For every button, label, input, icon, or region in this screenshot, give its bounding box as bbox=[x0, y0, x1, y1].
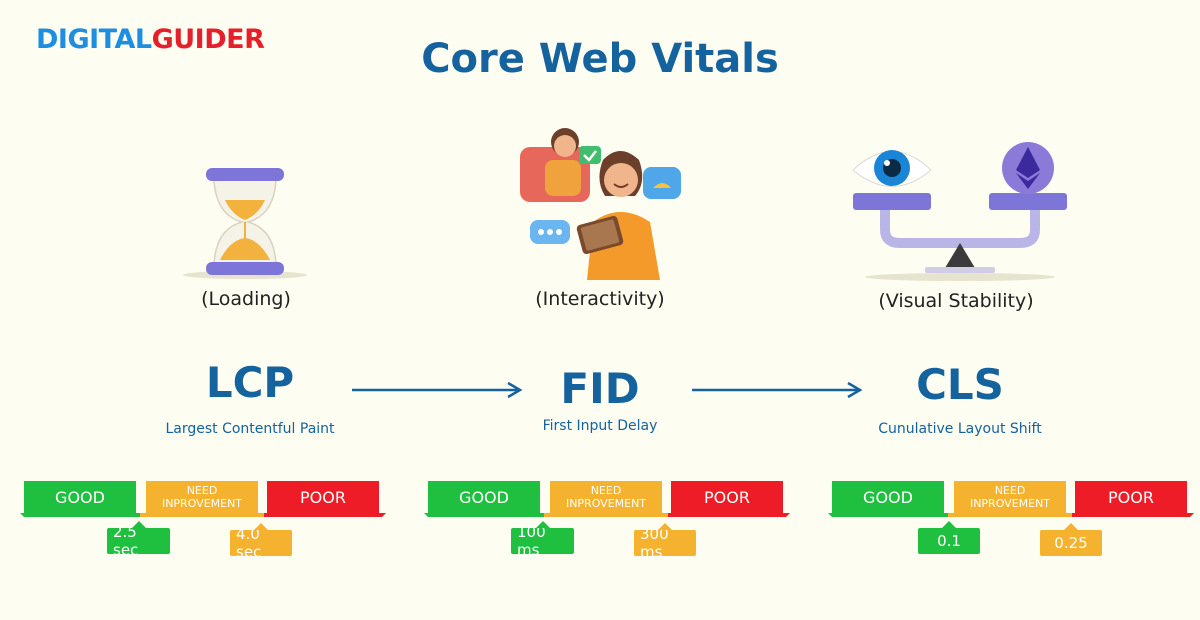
category-label-interactivity: (Interactivity) bbox=[535, 288, 665, 310]
metric-cls: CLS bbox=[916, 360, 1004, 409]
rating-need-improvement: NEED INPROVEMENT bbox=[146, 481, 258, 515]
metric-fid-full: First Input Delay bbox=[542, 418, 658, 434]
category-label-loading: (Loading) bbox=[201, 288, 291, 310]
metric-cls-full: Cunulative Layout Shift bbox=[878, 421, 1042, 437]
rating-poor: POOR bbox=[1075, 481, 1187, 515]
threshold-poor: 0.25 bbox=[1040, 523, 1102, 556]
rating-need-improvement: NEED INPROVEMENT bbox=[954, 481, 1066, 515]
threshold-good: 2.5 sec bbox=[107, 521, 170, 559]
rating-good: GOOD bbox=[428, 481, 540, 515]
logo-part-2: GUIDER bbox=[151, 24, 265, 55]
arrow-right-icon bbox=[692, 381, 863, 399]
arrow-right-icon bbox=[352, 381, 523, 399]
metric-lcp: LCP bbox=[205, 358, 295, 407]
page-title: Core Web Vitals bbox=[421, 36, 779, 82]
person-with-tablet-icon bbox=[520, 128, 681, 280]
brand-logo: DIGITALGUIDER bbox=[36, 24, 265, 55]
threshold-poor: 300 ms bbox=[634, 523, 696, 561]
rating-need-improvement: NEED INPROVEMENT bbox=[550, 481, 662, 515]
balance-scale-icon bbox=[852, 142, 1067, 281]
threshold-good: 100 ms bbox=[511, 521, 574, 559]
rating-bar-lcp: GOOD NEED INPROVEMENT POOR 2.5 sec 4.0 s… bbox=[20, 481, 390, 581]
hourglass-icon bbox=[183, 168, 307, 279]
metric-lcp-full: Largest Contentful Paint bbox=[165, 421, 335, 437]
rating-bar-fid: GOOD NEED INPROVEMENT POOR 100 ms 300 ms bbox=[424, 481, 794, 581]
metric-fid: FID bbox=[560, 364, 640, 413]
logo-part-1: DIGITAL bbox=[36, 24, 152, 55]
rating-bar-cls: GOOD NEED INPROVEMENT POOR 0.1 0.25 bbox=[828, 481, 1198, 581]
threshold-poor: 4.0 sec bbox=[230, 523, 292, 561]
threshold-good: 0.1 bbox=[918, 521, 980, 554]
rating-poor: POOR bbox=[671, 481, 783, 515]
category-label-visual-stability: (Visual Stability) bbox=[878, 290, 1034, 312]
rating-good: GOOD bbox=[832, 481, 944, 515]
rating-good: GOOD bbox=[24, 481, 136, 515]
rating-poor: POOR bbox=[267, 481, 379, 515]
